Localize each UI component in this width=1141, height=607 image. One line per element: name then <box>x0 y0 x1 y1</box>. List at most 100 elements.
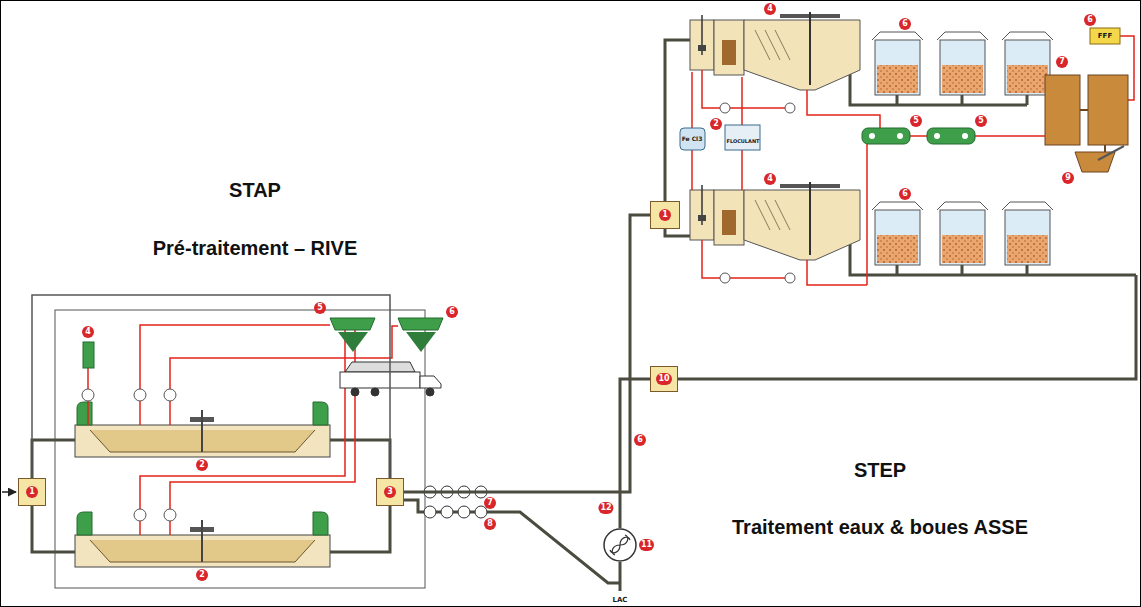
sludge-line <box>691 72 693 128</box>
callout-number: 2 <box>196 569 208 581</box>
clarifier <box>722 40 736 65</box>
callout-number: 4 <box>82 326 94 338</box>
sand-filter <box>1007 235 1048 263</box>
hopper <box>330 318 443 352</box>
sludge-skip <box>1098 146 1124 160</box>
basin <box>77 402 92 425</box>
clarifier <box>809 12 811 85</box>
clarifier <box>785 103 795 113</box>
clarifier <box>722 210 736 235</box>
sludge-tank <box>1088 75 1128 145</box>
sand-filter <box>940 210 985 265</box>
section-title: STAP <box>229 179 281 202</box>
sand-filter <box>940 40 985 95</box>
water-pipe <box>665 40 690 201</box>
callout-number: 3 <box>384 486 396 498</box>
equipment-label: Fe Cl3 <box>682 136 703 142</box>
inlet-arrow <box>2 491 16 493</box>
sludge-pump <box>82 389 94 401</box>
sand-filter <box>872 32 1053 95</box>
pipe-connector <box>32 295 390 478</box>
sludge-line <box>139 521 141 535</box>
water-pipe <box>619 562 622 591</box>
sludge-line <box>692 36 1134 285</box>
clarifier <box>702 240 867 285</box>
sludge-line <box>88 325 398 535</box>
callout-number: 2 <box>196 459 208 471</box>
sludge-pump <box>164 509 176 521</box>
sand-filter <box>875 210 920 265</box>
sand-filter <box>942 65 983 93</box>
section-title: Pré-traitement – RIVE <box>153 237 358 260</box>
callout-number: 1 <box>659 209 671 221</box>
water-pipe <box>665 40 1136 379</box>
water-pipe <box>961 265 964 275</box>
bypass-frame <box>55 310 425 588</box>
callout-number: 6 <box>634 434 646 446</box>
callout-number: 5 <box>975 115 987 127</box>
flow-box: 10 <box>650 366 678 392</box>
sludge-tank <box>1104 145 1106 152</box>
clarifier <box>698 215 706 221</box>
sludge-pump <box>164 389 176 401</box>
dosing-unit <box>1090 28 1120 44</box>
sand-filter <box>877 235 918 263</box>
callout-number: 11 <box>639 539 654 551</box>
hopper <box>406 332 436 352</box>
sludge-line <box>741 150 743 190</box>
flow-box: 3 <box>376 478 404 506</box>
sludge-line <box>169 521 171 535</box>
sludge-skip <box>1075 146 1124 172</box>
hopper <box>398 318 443 330</box>
equipment-label: LAC <box>612 597 627 604</box>
sand-filter <box>872 202 1053 265</box>
reagent-tank <box>680 125 760 150</box>
pipe-connector <box>404 215 650 492</box>
pump-manifold <box>475 506 487 518</box>
sand-filter <box>1002 32 1053 40</box>
sand-filter <box>1002 202 1053 210</box>
clarifier <box>714 190 744 245</box>
water-pipe <box>1026 95 1029 105</box>
clarifier <box>755 30 790 60</box>
sludge-pump <box>82 389 176 521</box>
sludge-line <box>741 77 743 126</box>
truck <box>345 362 415 372</box>
clarifier <box>720 273 730 283</box>
callout-number: 10 <box>656 373 671 385</box>
sand-filter <box>942 235 983 263</box>
callout-number: 8 <box>484 518 496 530</box>
pump-manifold <box>424 506 436 518</box>
sand-filter <box>1005 40 1050 95</box>
basin <box>313 512 328 535</box>
reagent-tank <box>680 128 705 150</box>
water-pipe <box>32 440 75 478</box>
callout-number: 4 <box>764 3 776 15</box>
clarifier <box>698 45 706 51</box>
truck <box>420 376 441 388</box>
clarifier <box>720 103 730 113</box>
basin <box>313 402 328 425</box>
callout-number: 7 <box>484 497 496 509</box>
water-pipe <box>896 95 899 105</box>
sludge-pump <box>134 509 146 521</box>
sludge-line <box>169 401 171 425</box>
truck <box>351 388 359 396</box>
clarifier <box>690 12 880 128</box>
clarifier <box>785 273 795 283</box>
equipment-label: FFF <box>1098 33 1112 40</box>
truck <box>426 388 434 396</box>
water-pipe <box>961 95 964 105</box>
water-pipe <box>1026 265 1029 275</box>
belt-press <box>934 133 940 139</box>
basin <box>201 410 203 452</box>
clarifier <box>690 182 867 285</box>
equipment-label: FLOCULANT <box>726 139 759 144</box>
belt-press <box>897 133 903 139</box>
sludge-line <box>140 325 330 389</box>
callout-number: 1 <box>26 486 38 498</box>
basin <box>75 402 330 457</box>
